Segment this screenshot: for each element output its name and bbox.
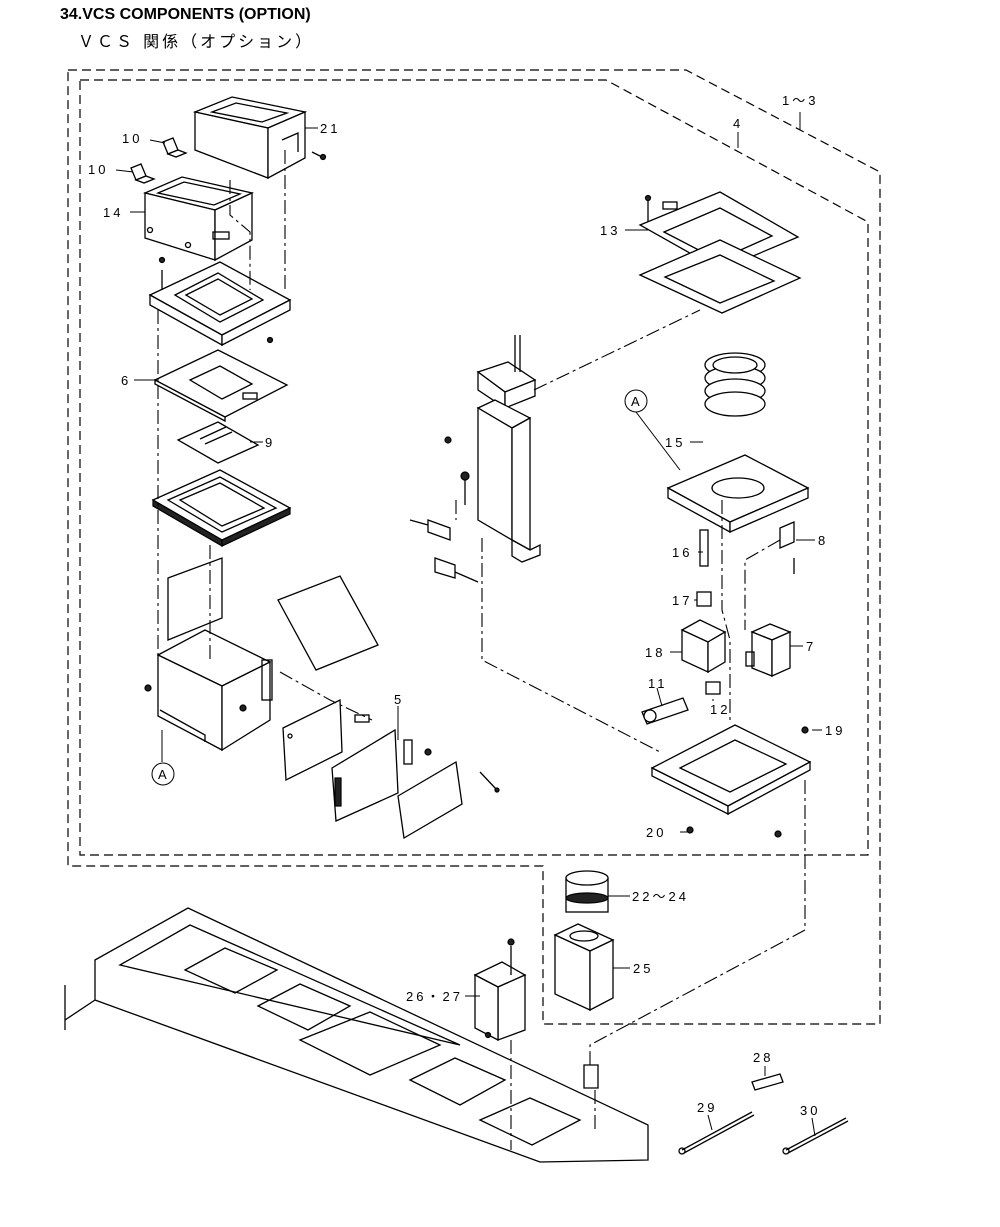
callout-18: 18 (645, 645, 665, 660)
leader-10b (115, 169, 134, 173)
assembly-line-7 (481, 538, 661, 753)
callout-28: 28 (753, 1050, 773, 1065)
callout-6: 6 (121, 373, 131, 388)
assembly-boundary-inner (79, 79, 869, 856)
block-part-18 (680, 619, 727, 674)
callout-29: 29 (697, 1100, 717, 1115)
leader-30 (811, 1117, 816, 1137)
frame-plate-lower (151, 469, 292, 548)
sensor-unit-lower (434, 557, 479, 583)
sheet-left (167, 557, 223, 641)
assembly-line-9 (744, 539, 781, 630)
cable-tie-part-30 (782, 1117, 849, 1155)
leader-10a (149, 139, 166, 144)
assembly-line-5 (279, 671, 373, 721)
callout-20: 20 (646, 825, 666, 840)
callout-19: 19 (825, 723, 845, 738)
mount-plate-lower (650, 724, 812, 838)
chassis-bracket (144, 629, 273, 752)
leader-29 (707, 1114, 713, 1131)
plate-part-13 (638, 191, 802, 314)
box-part-14 (142, 176, 255, 262)
callout-7: 7 (806, 639, 816, 654)
reference-label-a-upper: A (631, 394, 640, 409)
callout-25: 25 (633, 961, 653, 976)
bellows-part (704, 352, 766, 417)
callout-21: 21 (320, 121, 340, 136)
callout-13: 13 (600, 223, 620, 238)
reference-circle-a-upper (624, 389, 648, 413)
bracket-part-10-lower (130, 163, 156, 184)
leader-a1 (635, 411, 681, 471)
assembly-boundary-outer (67, 69, 881, 1025)
assembly-line-6 (533, 309, 701, 391)
bracket-part-8 (779, 521, 795, 574)
fitting-part-17 (696, 591, 712, 607)
callout-17: 17 (672, 593, 692, 608)
callout-9: 9 (265, 435, 275, 450)
callout-4: 4 (733, 116, 743, 131)
pcb-board-5 (331, 728, 413, 822)
callout-10-lower: 10 (88, 162, 108, 177)
base-plate-a (666, 454, 810, 534)
strip-part-28 (751, 1073, 784, 1091)
callout-16: 16 (672, 545, 692, 560)
housing-part-25 (553, 923, 615, 1012)
sheet-right (277, 575, 379, 671)
callout-10-upper: 10 (122, 131, 142, 146)
reference-label-a-lower: A (158, 767, 167, 782)
page-subtitle: ＶＣＳ 関係（オプション） (78, 32, 315, 51)
callout-26-27: 26・27 (406, 989, 463, 1004)
assembly-line-10 (589, 780, 806, 1065)
callout-5: 5 (394, 692, 404, 707)
pcb-cover-plate (397, 748, 500, 840)
assembly-line-8 (721, 500, 731, 720)
cap-part-22-24 (565, 870, 609, 913)
callout-8: 8 (818, 533, 828, 548)
bracket-part-26-27 (473, 938, 527, 1042)
bracket-part-10-upper (162, 137, 188, 158)
machine-bed (64, 907, 649, 1163)
callout-15: 15 (665, 435, 685, 450)
frame-plate-upper (148, 256, 292, 347)
pcb-board-1 (282, 698, 370, 782)
callout-30: 30 (800, 1103, 820, 1118)
callout-11: 11 (648, 676, 668, 691)
sensor-column (444, 335, 541, 563)
reference-circle-a-lower (151, 762, 175, 786)
callout-1-3: 1～3 (782, 93, 818, 108)
valve-part-11-12 (641, 681, 721, 725)
callout-12: 12 (710, 702, 730, 717)
callout-14: 14 (103, 205, 123, 220)
leader-11 (656, 687, 663, 707)
cylinder-part-7 (745, 623, 792, 678)
pin-part-16 (699, 529, 709, 567)
plate-part-6 (153, 349, 289, 423)
sensor-unit-upper (409, 519, 451, 541)
cable-tie-part-29 (678, 1111, 755, 1155)
cover-part-21 (192, 96, 327, 180)
glass-part-9 (176, 421, 260, 464)
page-title: 34.VCS COMPONENTS (OPTION) (60, 6, 311, 23)
callout-22-24: 22～24 (632, 889, 689, 904)
